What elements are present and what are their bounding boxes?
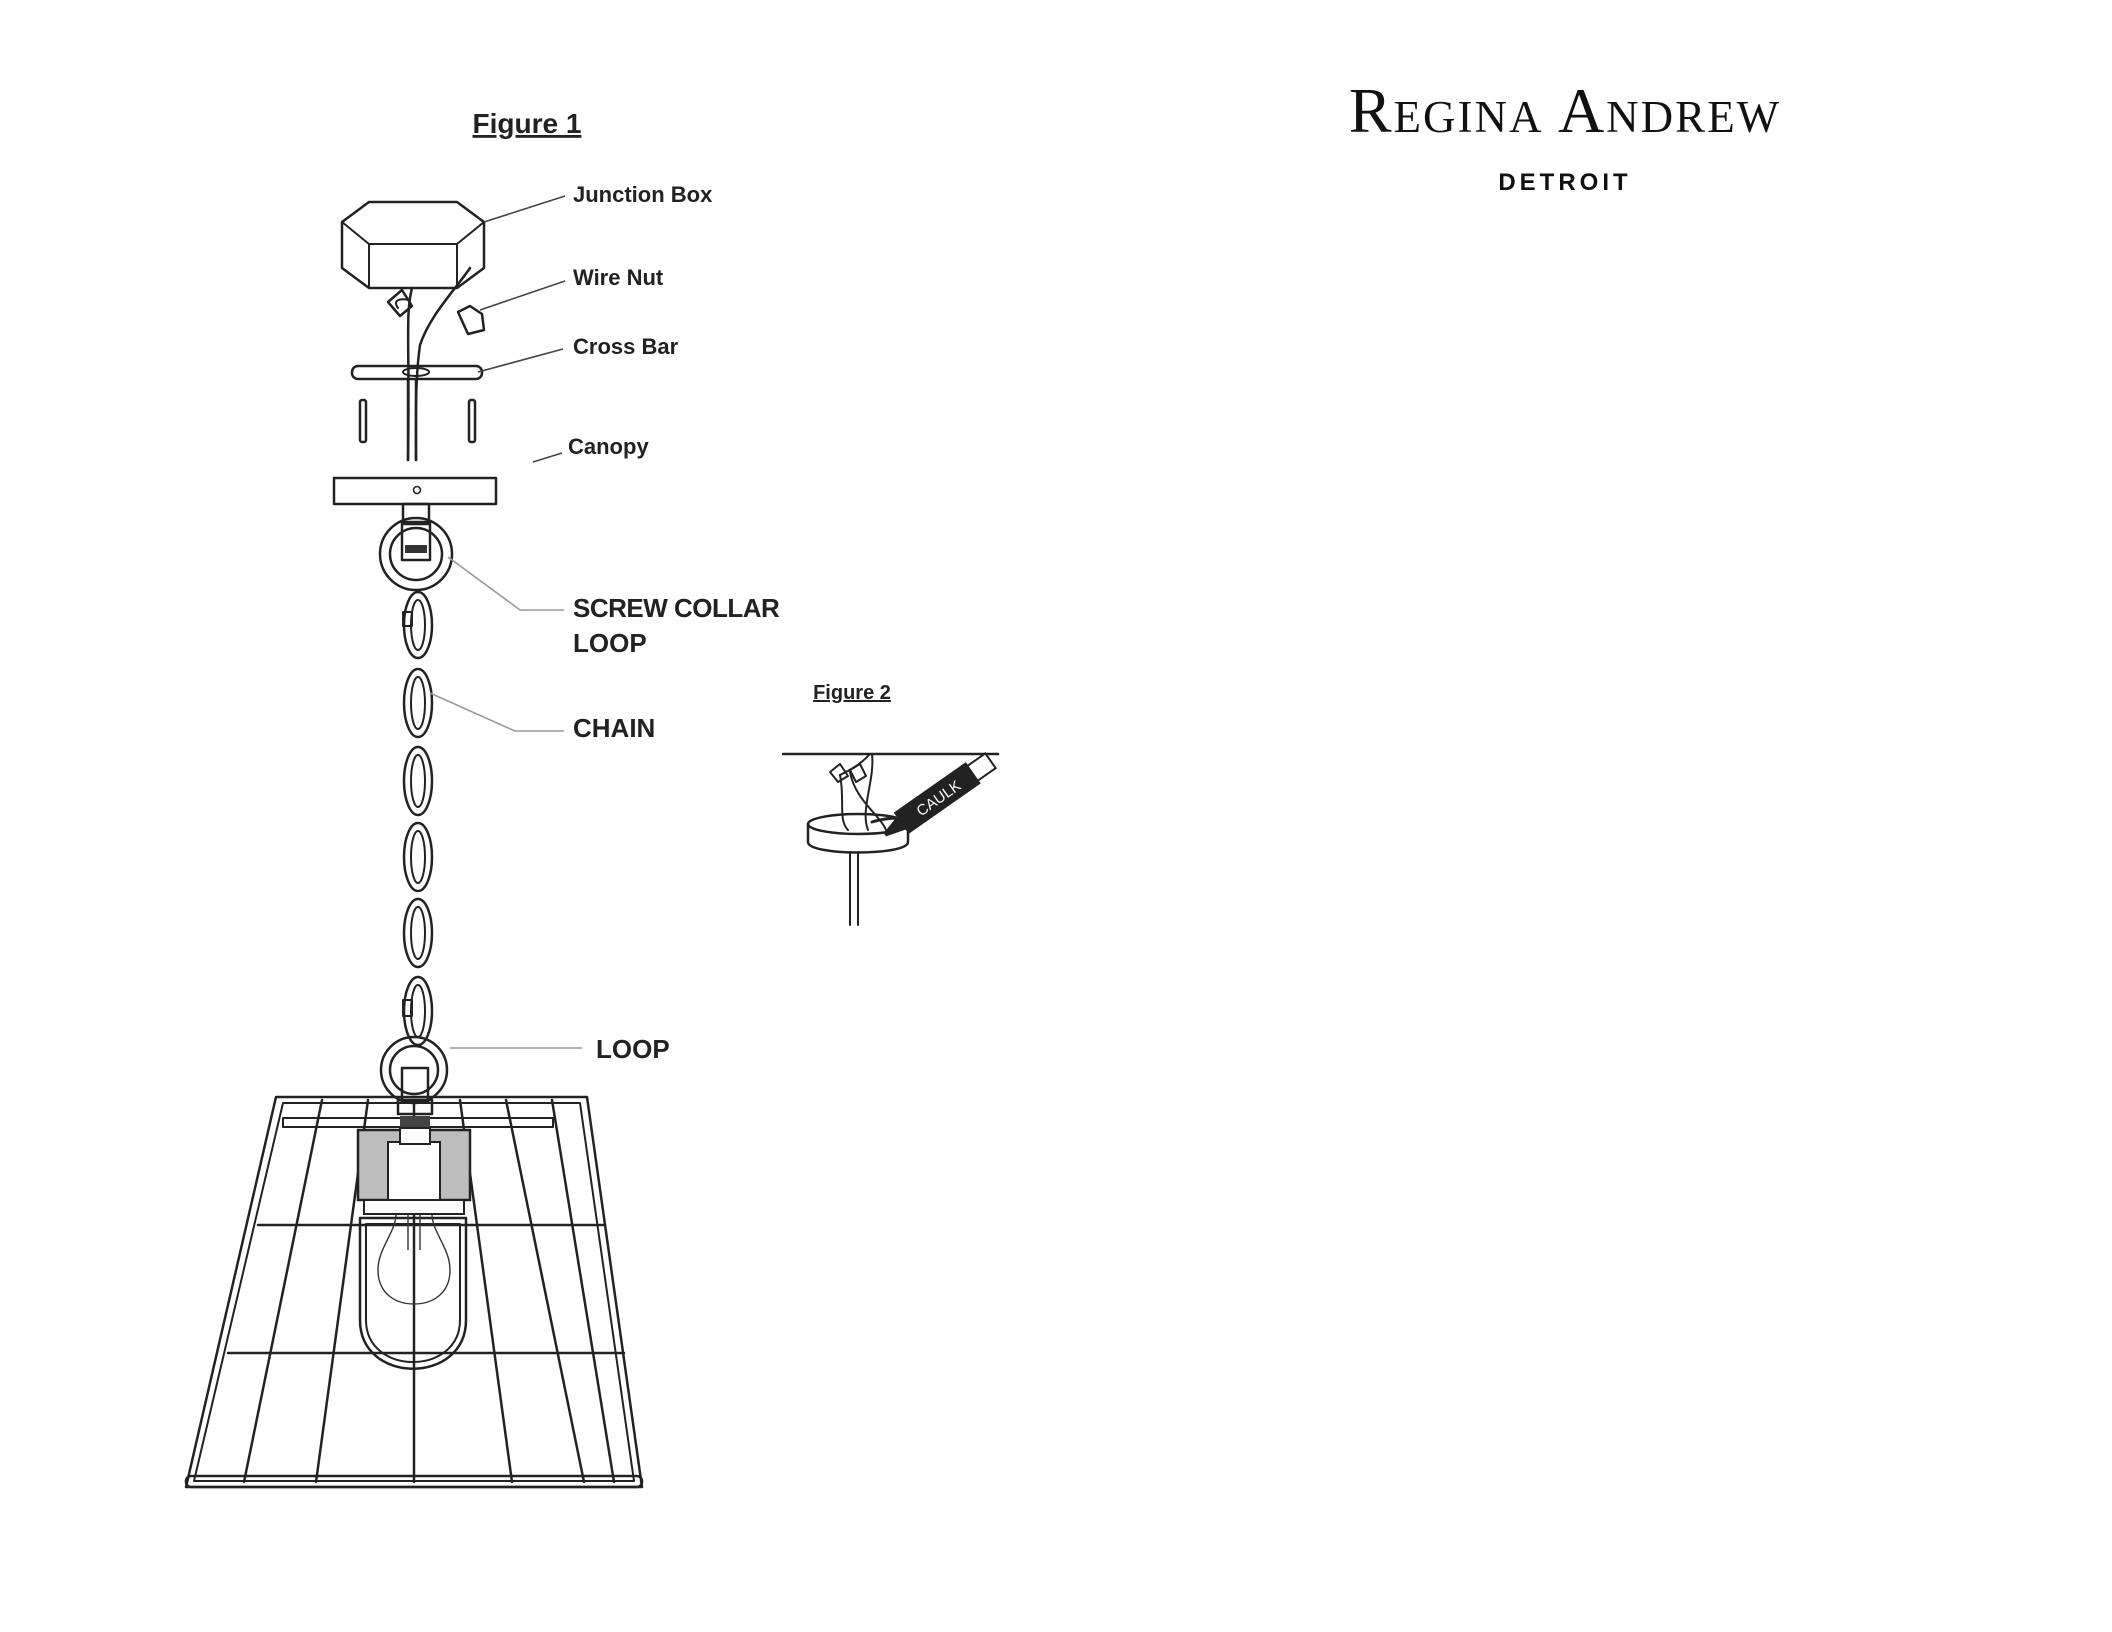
- figure-1-caption: Figure 1: [473, 108, 582, 139]
- label-canopy: Canopy: [568, 434, 649, 459]
- label-screw-collar-loop-1: SCREW COLLAR: [573, 593, 780, 623]
- label-junction-box: Junction Box: [573, 182, 713, 207]
- brand-name: Regina Andrew: [1349, 75, 1781, 146]
- mounting-screws: [360, 400, 475, 442]
- junction-box-drawing: [342, 202, 484, 288]
- canopy-drawing: [334, 478, 496, 504]
- screw-collar-loop-drawing: [380, 504, 452, 590]
- label-loop: LOOP: [596, 1034, 670, 1064]
- leader-lines: [430, 196, 582, 1048]
- brand-city: DETROIT: [1498, 169, 1631, 196]
- figure-2-drawing: CAULK: [783, 751, 998, 925]
- label-screw-collar-loop-2: LOOP: [573, 628, 647, 658]
- cage-shade-drawing: [186, 1097, 642, 1487]
- label-cross-bar: Cross Bar: [573, 334, 679, 359]
- label-chain: CHAIN: [573, 713, 655, 743]
- figure-2-caption: Figure 2: [813, 682, 891, 704]
- label-wire-nut: Wire Nut: [573, 265, 664, 290]
- cross-bar-drawing: [352, 366, 482, 460]
- chain-drawing: [403, 592, 432, 1045]
- brand-logo: Regina Andrew DETROIT: [1349, 75, 1781, 196]
